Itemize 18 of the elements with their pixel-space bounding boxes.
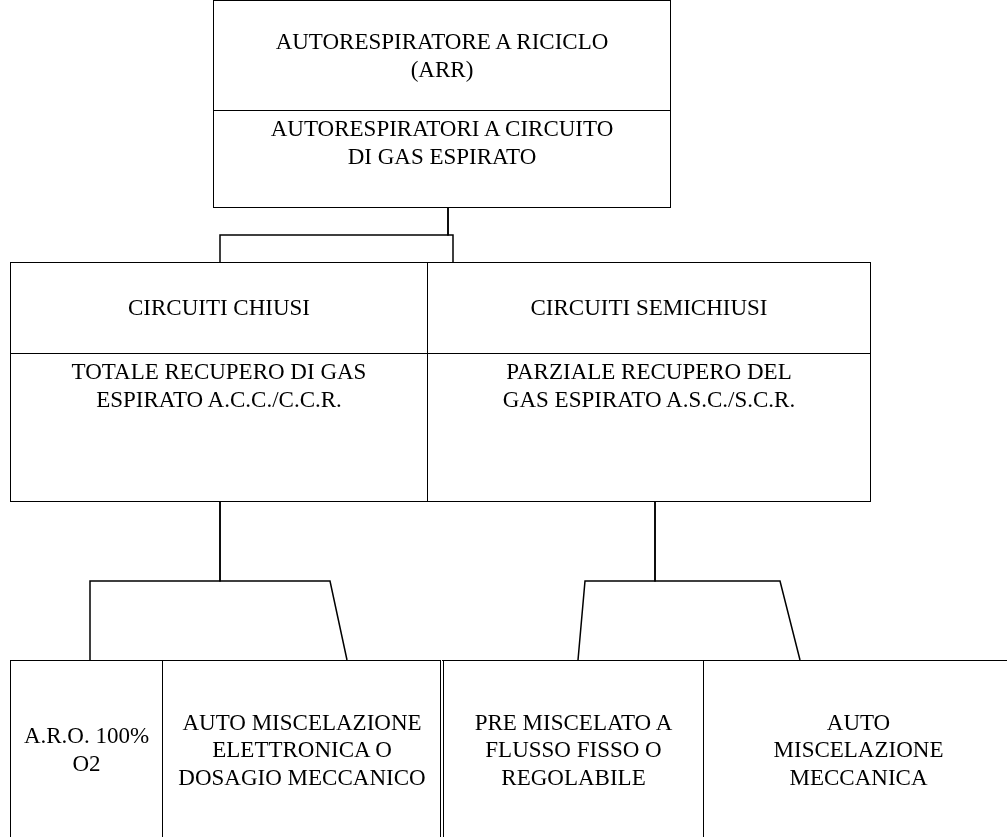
box-text: PRE MISCELATO A FLUSSO FISSO O REGOLABILE xyxy=(473,708,674,792)
connector-line xyxy=(447,207,454,263)
box-text: AUTO MISCELAZIONE ELETTRONICA O DOSAGIO MECCANICO xyxy=(177,708,427,792)
box-text: PARZIALE RECUPERO DEL GAS ESPIRATO A.S.C./S.C.R. xyxy=(501,358,797,414)
box-text: A.R.O. 100% O2 xyxy=(22,722,151,778)
box-text: AUTORESPIRATORI A CIRCUITO DI GAS ESPIRATO xyxy=(269,115,615,171)
box-heading: CIRCUITI CHIUSI xyxy=(127,294,311,322)
box-heading: CIRCUITI SEMICHIUSI xyxy=(530,294,768,322)
box-text: AUTO MISCELAZIONE MECCANICA xyxy=(772,708,945,792)
box-text: TOTALE RECUPERO DI GAS ESPIRATO A.C.C./C.C.R. xyxy=(70,358,368,414)
hierarchy-box xyxy=(10,660,163,837)
connector-line xyxy=(654,501,801,661)
hierarchy-box xyxy=(10,262,428,502)
hierarchy-box xyxy=(427,262,871,502)
box-heading: AUTORESPIRATORE A RICICLO (ARR) xyxy=(274,27,610,84)
hierarchy-box xyxy=(213,0,671,208)
connector-line xyxy=(219,501,348,661)
hierarchy-box xyxy=(440,660,704,837)
